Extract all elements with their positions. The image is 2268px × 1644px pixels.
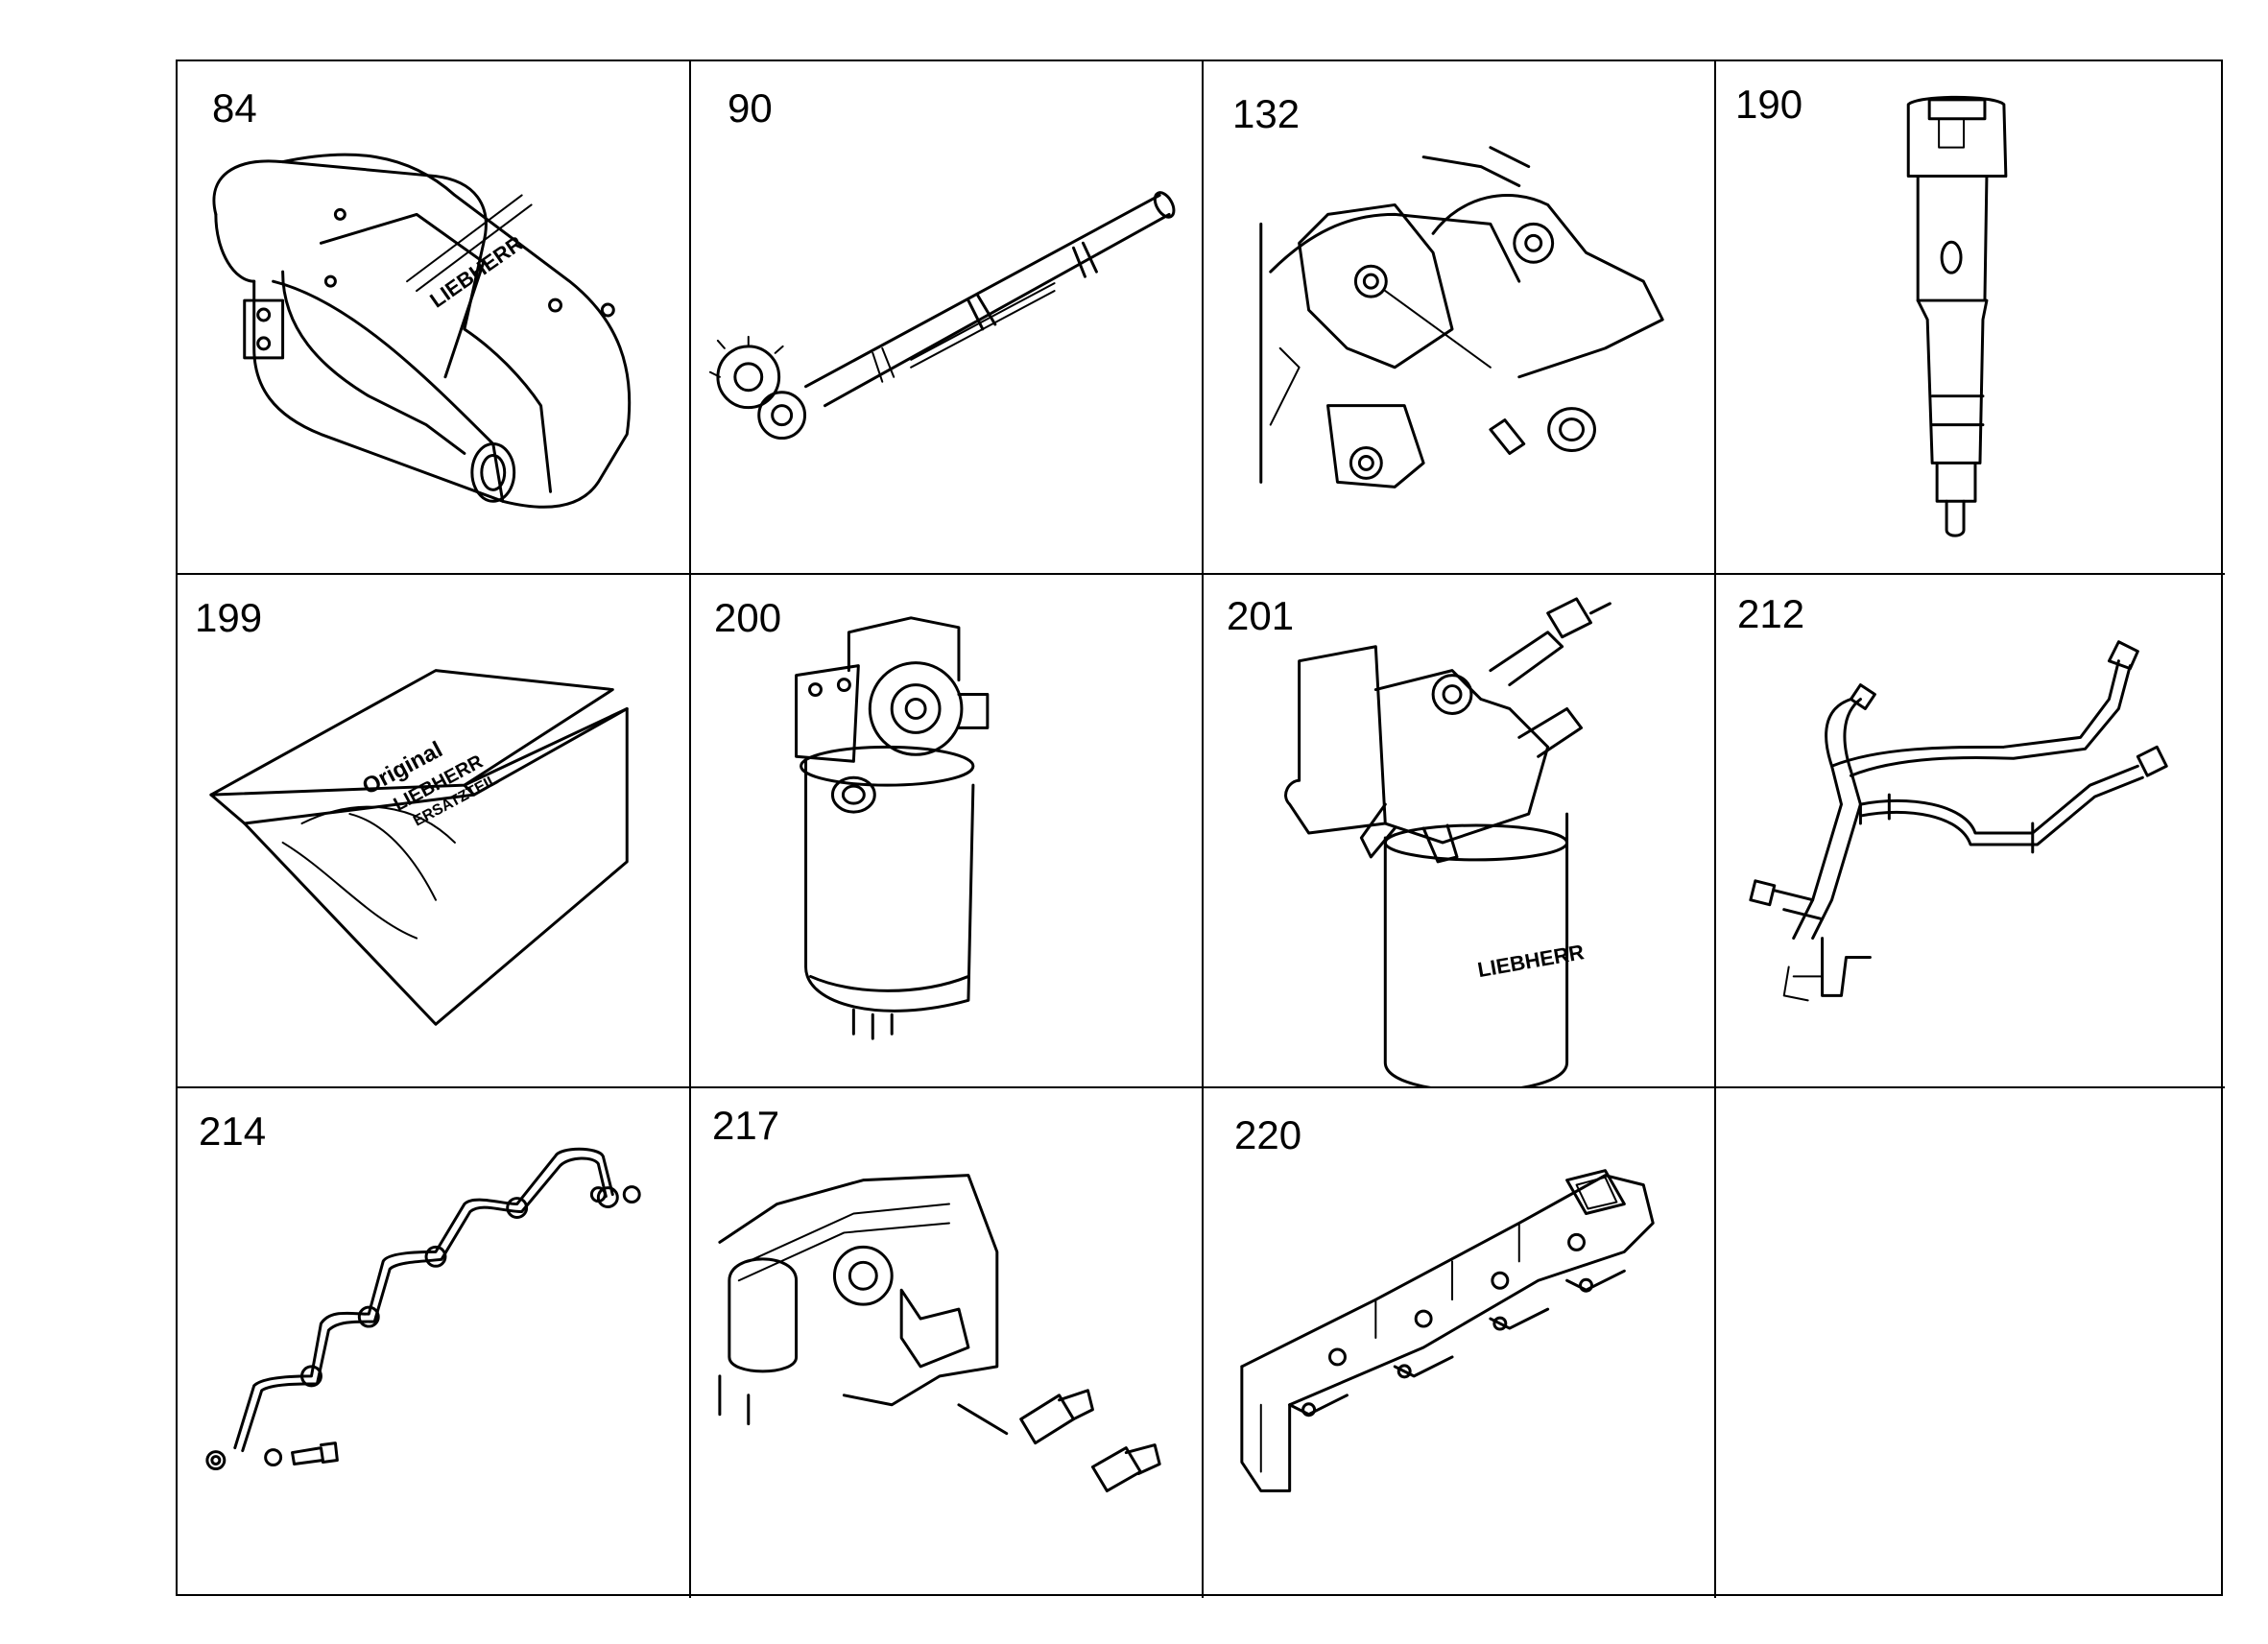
part-cell-199[interactable]: 199 Original LIEBHERR ERSATZTEIL [178,575,691,1088]
part-cell-217[interactable]: 217 [691,1088,1204,1598]
fuel-filter-assembly-icon: LIEBHERR [1284,597,1611,1086]
part-number: 220 [1234,1112,1302,1157]
part-number: 217 [712,1103,780,1148]
part-number: 132 [1232,91,1301,136]
part-number: 201 [1227,593,1295,638]
part-number: 84 [212,85,257,131]
part-number: 200 [714,595,782,640]
part-number: 212 [1737,591,1805,636]
exhaust-manifold-icon [1240,1169,1655,1492]
parts-kit-box-icon: Original LIEBHERR ERSATZTEIL [209,669,629,1026]
part-number: 214 [199,1108,267,1154]
parts-grid: 84 LIEBHERR 90 [176,60,2225,1598]
part-cell-190[interactable]: 190 [1716,61,2225,575]
part-cell-132[interactable]: 132 [1204,61,1716,575]
part-number: 90 [728,85,773,131]
part-cell-212[interactable]: 212 [1716,575,2225,1088]
empty-cell [1716,1088,2225,1598]
fitting-connector-icon [718,1174,1161,1492]
part-number: 199 [195,595,263,640]
fuel-filter-icon [795,616,990,1040]
part-cell-220[interactable]: 220 [1204,1088,1716,1598]
part-cell-84[interactable]: 84 LIEBHERR [178,61,691,575]
part-cell-201[interactable]: 201 LIEBHERR [1204,575,1716,1088]
fuel-line-icon [1749,640,2168,1002]
part-cell-200[interactable]: 200 [691,575,1204,1088]
drain-plug-icon [1259,146,1664,488]
part-cell-214[interactable]: 214 [178,1088,691,1598]
part-cell-90[interactable]: 90 [691,61,1204,575]
intake-manifold-icon: LIEBHERR [212,153,632,509]
balancer-shaft-icon [708,191,1176,441]
brand-lettering: LIEBHERR [1476,940,1587,982]
part-number: 190 [1735,82,1803,127]
injector-icon [1906,95,2008,537]
injection-line-set-icon [205,1147,641,1471]
